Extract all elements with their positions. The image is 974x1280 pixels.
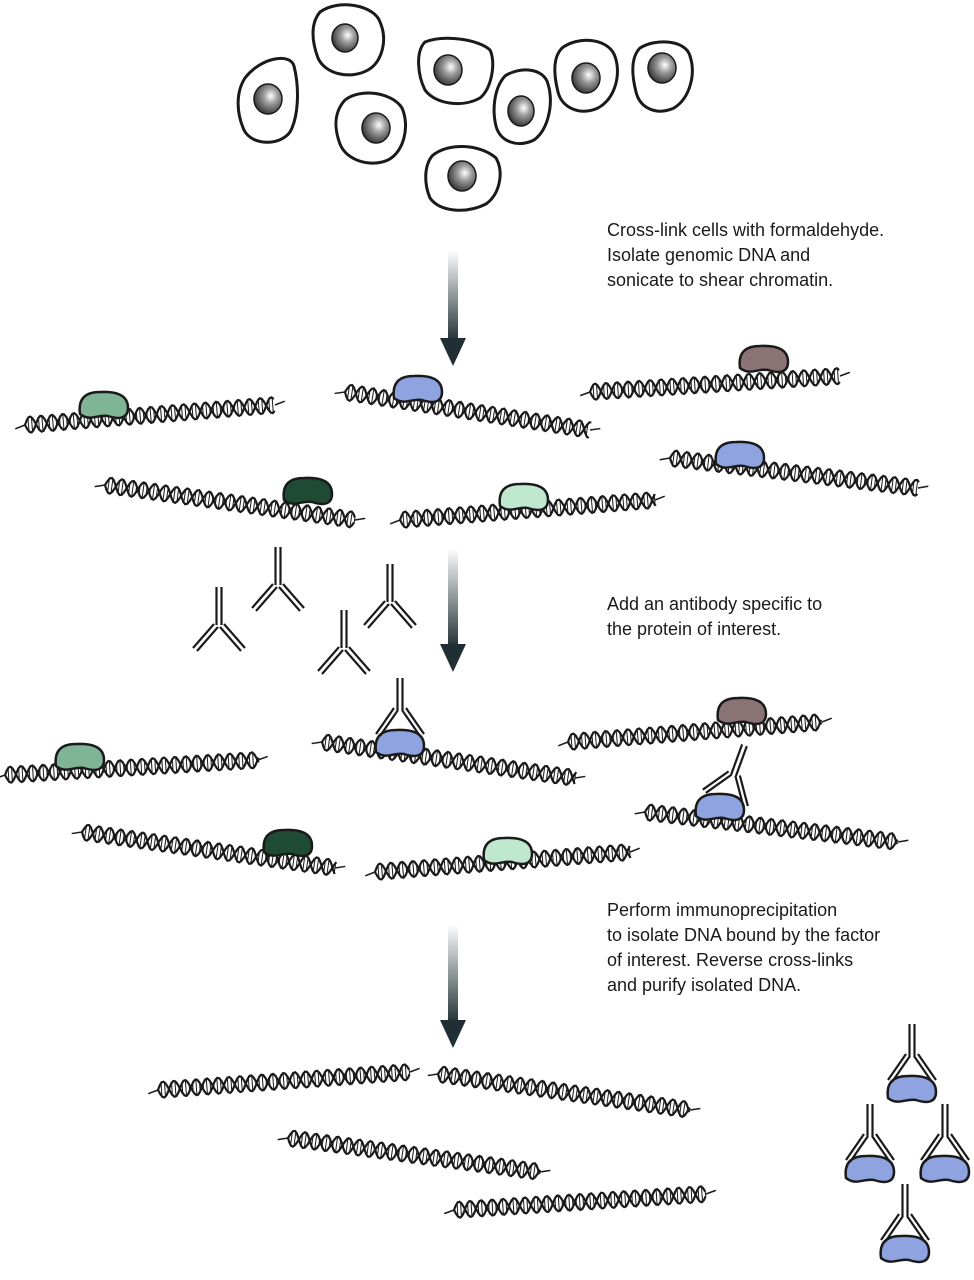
step-2-text: Add an antibody specific to the protein …	[607, 592, 822, 642]
cell	[492, 68, 552, 145]
bound-antibody	[375, 678, 425, 737]
dna-helix	[147, 1063, 420, 1099]
bound-antibody	[887, 1024, 937, 1083]
dna-helix	[277, 1129, 551, 1181]
arrow-step-2	[440, 548, 466, 672]
step-2-line-1: Add an antibody specific to	[607, 594, 823, 614]
cell	[417, 36, 495, 105]
cells	[236, 3, 694, 212]
dna-fragments-stage1	[14, 344, 929, 529]
dna-fragments-stage2	[0, 678, 909, 881]
protein	[694, 792, 746, 822]
step-2-line-2: the protein of interest.	[607, 619, 782, 639]
antibody	[251, 547, 305, 612]
antibody	[317, 610, 371, 675]
protein	[844, 1154, 896, 1184]
cell	[553, 38, 619, 113]
protein	[714, 440, 766, 470]
protein	[262, 828, 314, 858]
cell	[424, 144, 502, 212]
protein	[738, 344, 790, 374]
dna-helix	[659, 449, 929, 497]
protein	[919, 1154, 971, 1184]
step-1-line-3: sonicate to shear chromatin.	[607, 270, 834, 290]
protein	[374, 728, 426, 758]
dna-helix	[427, 1065, 701, 1119]
step-3-line-4: and purify isolated DNA.	[607, 975, 802, 995]
step-3-line-3: of interest. Reverse cross-links	[607, 950, 854, 970]
protein	[392, 374, 444, 404]
bound-antibody	[880, 1184, 930, 1243]
step-3-line-2: to isolate DNA bound by the factor	[607, 925, 881, 945]
antibody	[363, 564, 417, 629]
dna-helix	[334, 383, 601, 439]
protein	[54, 742, 106, 772]
cell	[311, 3, 385, 77]
antibody	[192, 587, 246, 652]
dna-helix	[557, 713, 833, 751]
arrow-step-3	[440, 924, 466, 1048]
cell	[631, 40, 694, 113]
free-antibodies	[192, 547, 417, 675]
step-3-text: Perform immunoprecipitation to isolate D…	[607, 898, 880, 998]
step-1-line-1: Cross-link cells with formaldehyde.	[607, 220, 885, 240]
dna-helix	[634, 803, 909, 851]
arrow-step-1	[440, 250, 466, 366]
protein	[886, 1074, 938, 1104]
step-1-text: Cross-link cells with formaldehyde. Isol…	[607, 218, 884, 293]
protein	[498, 482, 550, 512]
protein	[282, 476, 334, 506]
process-arrows	[440, 250, 466, 1048]
bound-antibody	[845, 1104, 895, 1163]
dna-helix	[579, 367, 851, 401]
protein	[879, 1234, 931, 1264]
step-3-line-1: Perform immunoprecipitation	[607, 900, 838, 920]
bound-antibody	[920, 1104, 970, 1163]
protein	[482, 836, 534, 866]
bound-antibody	[702, 744, 749, 807]
antibody-protein-complexes	[844, 1024, 971, 1264]
step-1-line-2: Isolate genomic DNA and	[607, 245, 811, 265]
purified-dna	[147, 1063, 717, 1219]
dna-helix	[14, 396, 286, 434]
dna-helix	[0, 751, 269, 784]
cell	[236, 56, 299, 144]
dna-helix	[443, 1185, 717, 1219]
protein	[78, 390, 130, 420]
dna-helix	[94, 476, 366, 529]
cell	[334, 91, 407, 165]
dna-helix	[311, 733, 586, 787]
protein	[716, 696, 768, 726]
